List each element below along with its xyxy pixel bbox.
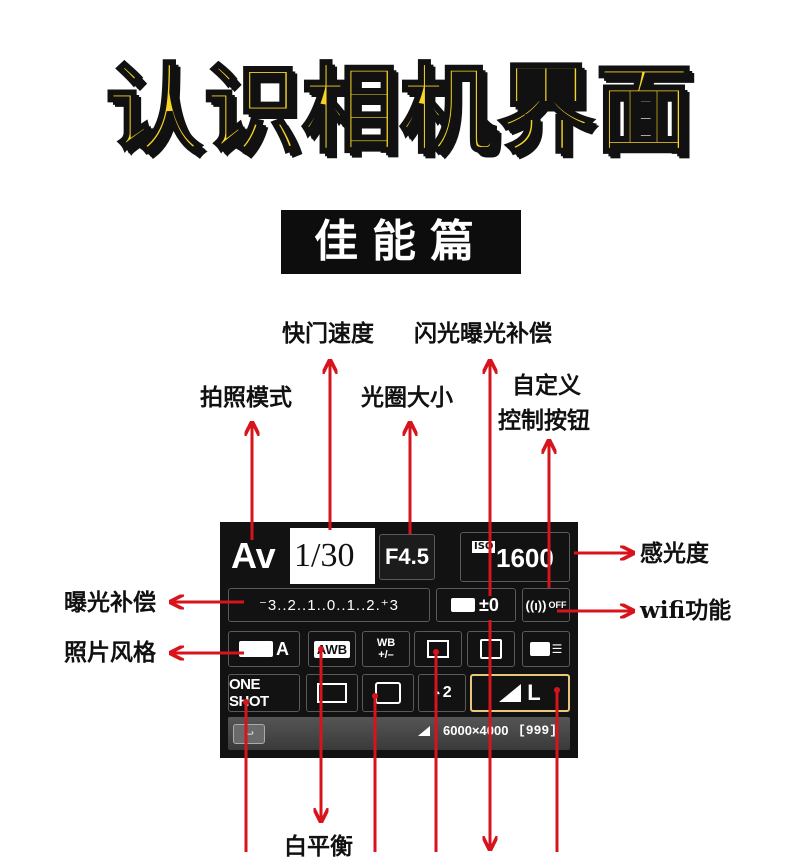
menu-icon: ☰: [551, 642, 563, 656]
mode-display: Av: [231, 535, 276, 576]
quality-icon: [499, 684, 522, 702]
aperture-display: F4.5: [379, 534, 435, 580]
exposure-scale: ⁻3..2..1..0..1..2.⁺3: [228, 588, 430, 622]
wb-shift-label: WB: [376, 637, 396, 649]
af-mode-box: ONE SHOT: [228, 674, 300, 712]
label-exposure-comp: 曝光补偿: [64, 589, 156, 616]
label-wifi: wifi功能: [640, 597, 732, 624]
label-flash-comp: 闪光曝光补偿: [414, 320, 552, 347]
wb-shift-sub: +/–: [378, 649, 394, 661]
metering-icon: [375, 682, 401, 704]
shutter-panel: [290, 528, 375, 584]
label-iso: 感光度: [640, 540, 709, 567]
iso-display: 1600: [496, 543, 554, 573]
wb-bracket-box: [414, 631, 462, 667]
flash-comp-box: ±0: [436, 588, 516, 622]
picture-style-icon: [239, 641, 273, 657]
quality-box: L: [470, 674, 570, 712]
flash-icon: [451, 598, 475, 612]
wifi-icon: ((ı)): [525, 597, 547, 613]
page-title: 认识相机界面: [105, 54, 694, 167]
label-custom-1: 自定义: [512, 372, 581, 399]
picture-style-box: A: [228, 631, 300, 667]
af-point-icon: [317, 683, 347, 703]
awb-icon: AWB: [313, 640, 351, 658]
return-icon: ↩: [233, 724, 265, 744]
metering-mode-box: [362, 674, 414, 712]
wb-bracket-icon: [427, 640, 449, 658]
subtitle-badge: 佳能篇: [281, 210, 521, 274]
status-bar: [228, 717, 570, 750]
drive-value: 2: [442, 684, 452, 701]
label-aperture: 光圈大小: [361, 384, 453, 411]
label-picture-style: 照片风格: [64, 639, 156, 666]
flash-value: ±0: [479, 594, 499, 615]
picture-style-value: A: [276, 638, 289, 659]
metering-box: [306, 674, 358, 712]
quality-value: L: [527, 680, 541, 705]
wb-shift-box: WB +/–: [362, 631, 410, 667]
camera-icon: [529, 642, 550, 656]
label-shutter-speed: 快门速度: [282, 320, 374, 347]
resolution-text: 6000×4000: [443, 723, 509, 738]
shots-remaining: [999]: [518, 723, 558, 738]
awb-box: AWB: [308, 631, 356, 667]
wifi-status: OFF: [548, 600, 567, 610]
label-custom-2: 控制按钮: [498, 407, 590, 434]
iso-box: [460, 532, 570, 582]
wifi-box: ((ı)) OFF: [522, 588, 570, 622]
label-shooting-mode: 拍照模式: [200, 384, 292, 411]
shutter-display: 1/30: [294, 537, 355, 574]
quality-small-icon: [418, 726, 430, 736]
camera-settings-box: ☰: [522, 631, 570, 667]
